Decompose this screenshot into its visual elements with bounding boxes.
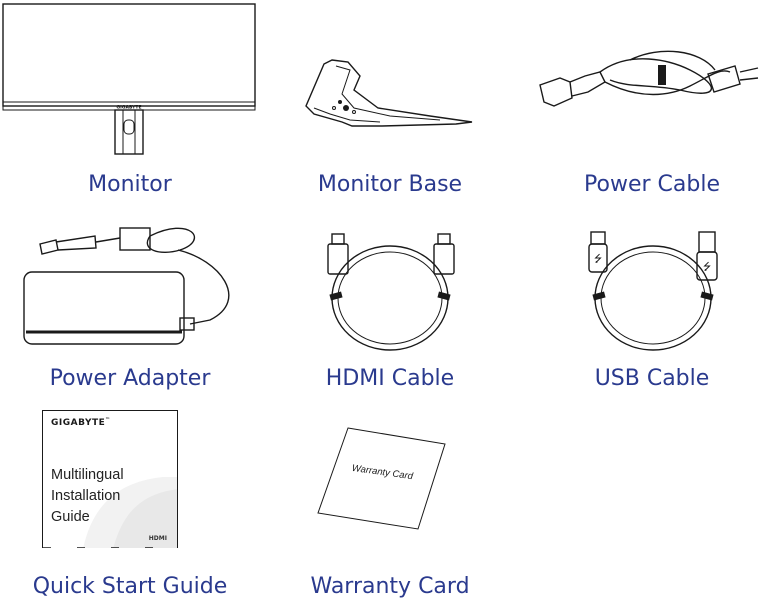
svg-text:⭍: ⭍: [703, 261, 711, 273]
label-usb-cable: USB Cable: [594, 366, 710, 391]
quick-start-guide-icon: GIGABYTE™ Multilingual Installation Guid…: [42, 410, 178, 548]
warranty-card-text: Warranty Card: [351, 463, 414, 483]
hdmi-cable-icon: [327, 233, 455, 351]
svg-text:⭍: ⭍: [594, 253, 602, 265]
guide-title-line-1: Multilingual: [51, 467, 124, 483]
guide-brand-mark: ™: [105, 417, 111, 423]
monitor-icon: GIGABYTE: [2, 3, 256, 155]
label-monitor-base: Monitor Base: [317, 172, 463, 197]
label-power-cable: Power Cable: [584, 172, 720, 197]
label-warranty-card: Warranty Card: [310, 574, 470, 599]
monitor-brand: GIGABYTE: [116, 105, 141, 111]
label-hdmi-cable: HDMI Cable: [325, 366, 455, 391]
label-quick-start-guide: Quick Start Guide: [32, 574, 228, 599]
usb-cable-icon: ⭍ ⭍: [588, 231, 718, 351]
guide-title-line-2: Installation: [51, 488, 121, 504]
guide-title-line-3: Guide: [51, 509, 90, 525]
guide-brand: GIGABYTE: [51, 418, 106, 428]
label-monitor: Monitor: [88, 172, 172, 197]
hdmi-logo: HDMI: [148, 535, 167, 542]
warranty-card-icon: Warranty Card: [317, 427, 446, 530]
monitor-base-icon: [305, 59, 473, 127]
power-cable-icon: [539, 50, 759, 107]
label-power-adapter: Power Adapter: [49, 366, 211, 391]
power-adapter-icon: [23, 227, 230, 345]
